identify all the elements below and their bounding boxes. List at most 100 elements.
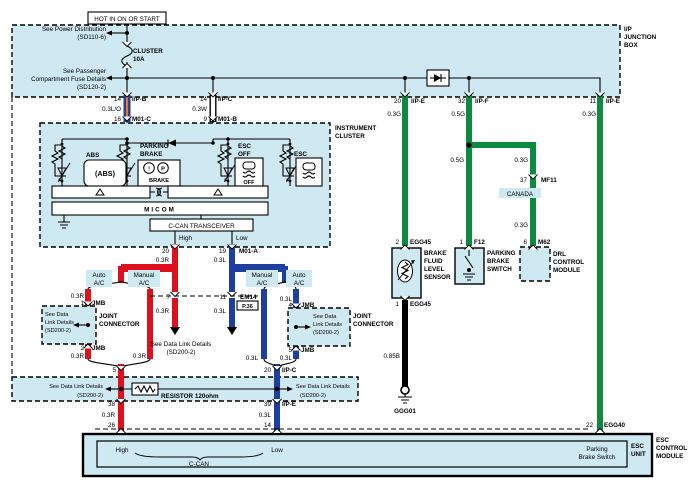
svg-text:39: 39: [264, 401, 272, 408]
junction-output-pins: 20 I/P-E 0.3G 32 I/P-F 0.5G 11 I/P-E 0.3…: [387, 98, 620, 246]
svg-text:2: 2: [80, 345, 84, 352]
svg-text:(SD110-6): (SD110-6): [77, 34, 106, 41]
connector-chevrons: [83, 41, 605, 434]
svg-text:1: 1: [80, 300, 84, 307]
svg-text:0.3L: 0.3L: [280, 296, 293, 303]
svg-text:0.3R: 0.3R: [71, 353, 85, 360]
svg-text:M62: M62: [538, 239, 551, 246]
svg-text:See Data: See Data: [45, 312, 69, 318]
svg-text:22: 22: [586, 422, 594, 429]
svg-text:14: 14: [114, 96, 122, 103]
parking-brake-label: PARKING: [140, 143, 169, 150]
svg-text:BRAKE: BRAKE: [424, 250, 446, 257]
svg-text:BRAKE: BRAKE: [149, 178, 169, 184]
svg-text:OFF: OFF: [238, 151, 251, 158]
ground-signal-wires: [402, 95, 603, 440]
can-terminating-resistor: 5 20 I/P-C See Data Link Details (SD200-…: [49, 367, 350, 429]
svg-text:JOINT: JOINT: [99, 313, 118, 320]
svg-text:0.85B: 0.85B: [384, 353, 400, 360]
svg-text:Compartment Fuse Details: Compartment Fuse Details: [31, 76, 106, 83]
svg-text:9: 9: [203, 116, 207, 123]
svg-text:20: 20: [394, 98, 402, 105]
svg-text:F12: F12: [474, 239, 485, 246]
esc-off-label: ESC: [238, 143, 251, 150]
svg-text:UNIT: UNIT: [631, 451, 646, 458]
svg-text:JUNCTION: JUNCTION: [624, 34, 657, 41]
svg-text:(SD120-2): (SD120-2): [77, 84, 106, 91]
ac-option-labels: Auto A/C Manual A/C Manual A/C Auto A/C: [86, 270, 312, 287]
svg-text:See Data Link Details: See Data Link Details: [151, 341, 212, 348]
svg-text:High: High: [116, 447, 129, 454]
svg-text:0.3G: 0.3G: [514, 157, 528, 164]
svg-text:37: 37: [520, 177, 528, 184]
svg-text:Low: Low: [271, 447, 283, 454]
svg-text:BRAKE: BRAKE: [140, 151, 162, 158]
svg-text:!: !: [148, 167, 150, 173]
svg-text:(SD200-2): (SD200-2): [45, 328, 71, 334]
svg-text:CLUSTER: CLUSTER: [335, 133, 365, 140]
drl-control-module: DRL CONTROL MODULE: [519, 246, 584, 282]
svg-text:20: 20: [264, 367, 272, 374]
svg-text:EGG45: EGG45: [410, 301, 431, 308]
svg-text:OFF: OFF: [243, 180, 255, 186]
svg-text:Low: Low: [236, 235, 248, 242]
svg-text:CONTROL: CONTROL: [553, 259, 584, 266]
svg-text:Manual: Manual: [252, 272, 273, 279]
fuse-label: CLUSTER: [133, 48, 163, 55]
svg-text:SENSOR: SENSOR: [424, 274, 451, 281]
svg-text:PARKING: PARKING: [487, 250, 516, 257]
parking-brake-switch: PARKING BRAKE SWITCH: [454, 247, 516, 285]
ground-label: GGG01: [394, 408, 416, 415]
svg-text:ESC: ESC: [631, 443, 644, 450]
svg-text:32: 32: [458, 98, 466, 105]
see-power-label: See Power Distribution: [42, 26, 107, 33]
svg-text:High: High: [179, 235, 192, 242]
svg-text:20: 20: [162, 248, 170, 255]
svg-text:JOINT: JOINT: [353, 313, 372, 320]
svg-text:RESISTOR 120ohm: RESISTOR 120ohm: [161, 393, 219, 400]
svg-text:1: 1: [459, 239, 463, 246]
svg-text:MODULE: MODULE: [656, 453, 683, 460]
svg-text:(SD200-2): (SD200-2): [313, 330, 339, 336]
svg-text:M01-C: M01-C: [132, 116, 151, 123]
svg-text:1: 1: [395, 301, 399, 308]
svg-text:Auto: Auto: [93, 272, 106, 279]
svg-text:BRAKE: BRAKE: [487, 258, 509, 265]
svg-text:Link Details: Link Details: [45, 320, 74, 326]
svg-text:0.5G: 0.5G: [450, 157, 464, 164]
svg-text:0.3L/O: 0.3L/O: [102, 106, 121, 113]
svg-text:CONTROL: CONTROL: [656, 445, 687, 452]
svg-text:0.3W: 0.3W: [192, 106, 207, 113]
instrument-cluster: INSTRUMENT CLUSTER: [39, 122, 376, 248]
cluster-diode: [168, 139, 176, 147]
fuse-symbol: [121, 45, 133, 67]
ip-junction-box-region: [11, 24, 621, 402]
ccan-transceiver: [149, 218, 254, 232]
svg-text:0.3R: 0.3R: [133, 353, 147, 360]
svg-text:JMB: JMB: [92, 345, 106, 352]
svg-text:LEVEL: LEVEL: [424, 266, 444, 273]
svg-text:See Data Link Details: See Data Link Details: [296, 384, 350, 390]
svg-text:I/P-C: I/P-C: [282, 367, 297, 374]
see-passenger-label: See Passenger: [63, 68, 106, 75]
svg-text:0.5G: 0.5G: [451, 111, 465, 118]
svg-text:(SD200-2): (SD200-2): [300, 393, 326, 399]
svg-text:19: 19: [219, 248, 227, 255]
cluster-feed-pins: 14 I/P-B 0.3L/O 16 M01-C 14 I/P-C 0.3W 9…: [102, 96, 237, 123]
svg-text:2: 2: [395, 239, 399, 246]
svg-text:5: 5: [112, 367, 116, 374]
svg-text:M01-B: M01-B: [218, 116, 237, 123]
svg-text:I/P-F: I/P-F: [475, 98, 489, 105]
page-ref-box: [236, 300, 259, 311]
svg-text:(SD200-2): (SD200-2): [77, 393, 103, 399]
svg-text:0.3R: 0.3R: [102, 412, 116, 419]
svg-text:A/C: A/C: [257, 280, 268, 287]
svg-text:JMB: JMB: [301, 347, 315, 354]
svg-text:SWITCH: SWITCH: [487, 266, 512, 273]
m01a-em14-pins: 20 0.3R 19 M01-A 0.3L 7 0.3R 11 EM14 P.3…: [150, 248, 259, 356]
svg-text:Auto: Auto: [293, 272, 306, 279]
power-feed: HOT IN ON OR START See Power Distributio…: [31, 11, 167, 95]
micom-bar: [51, 201, 269, 216]
